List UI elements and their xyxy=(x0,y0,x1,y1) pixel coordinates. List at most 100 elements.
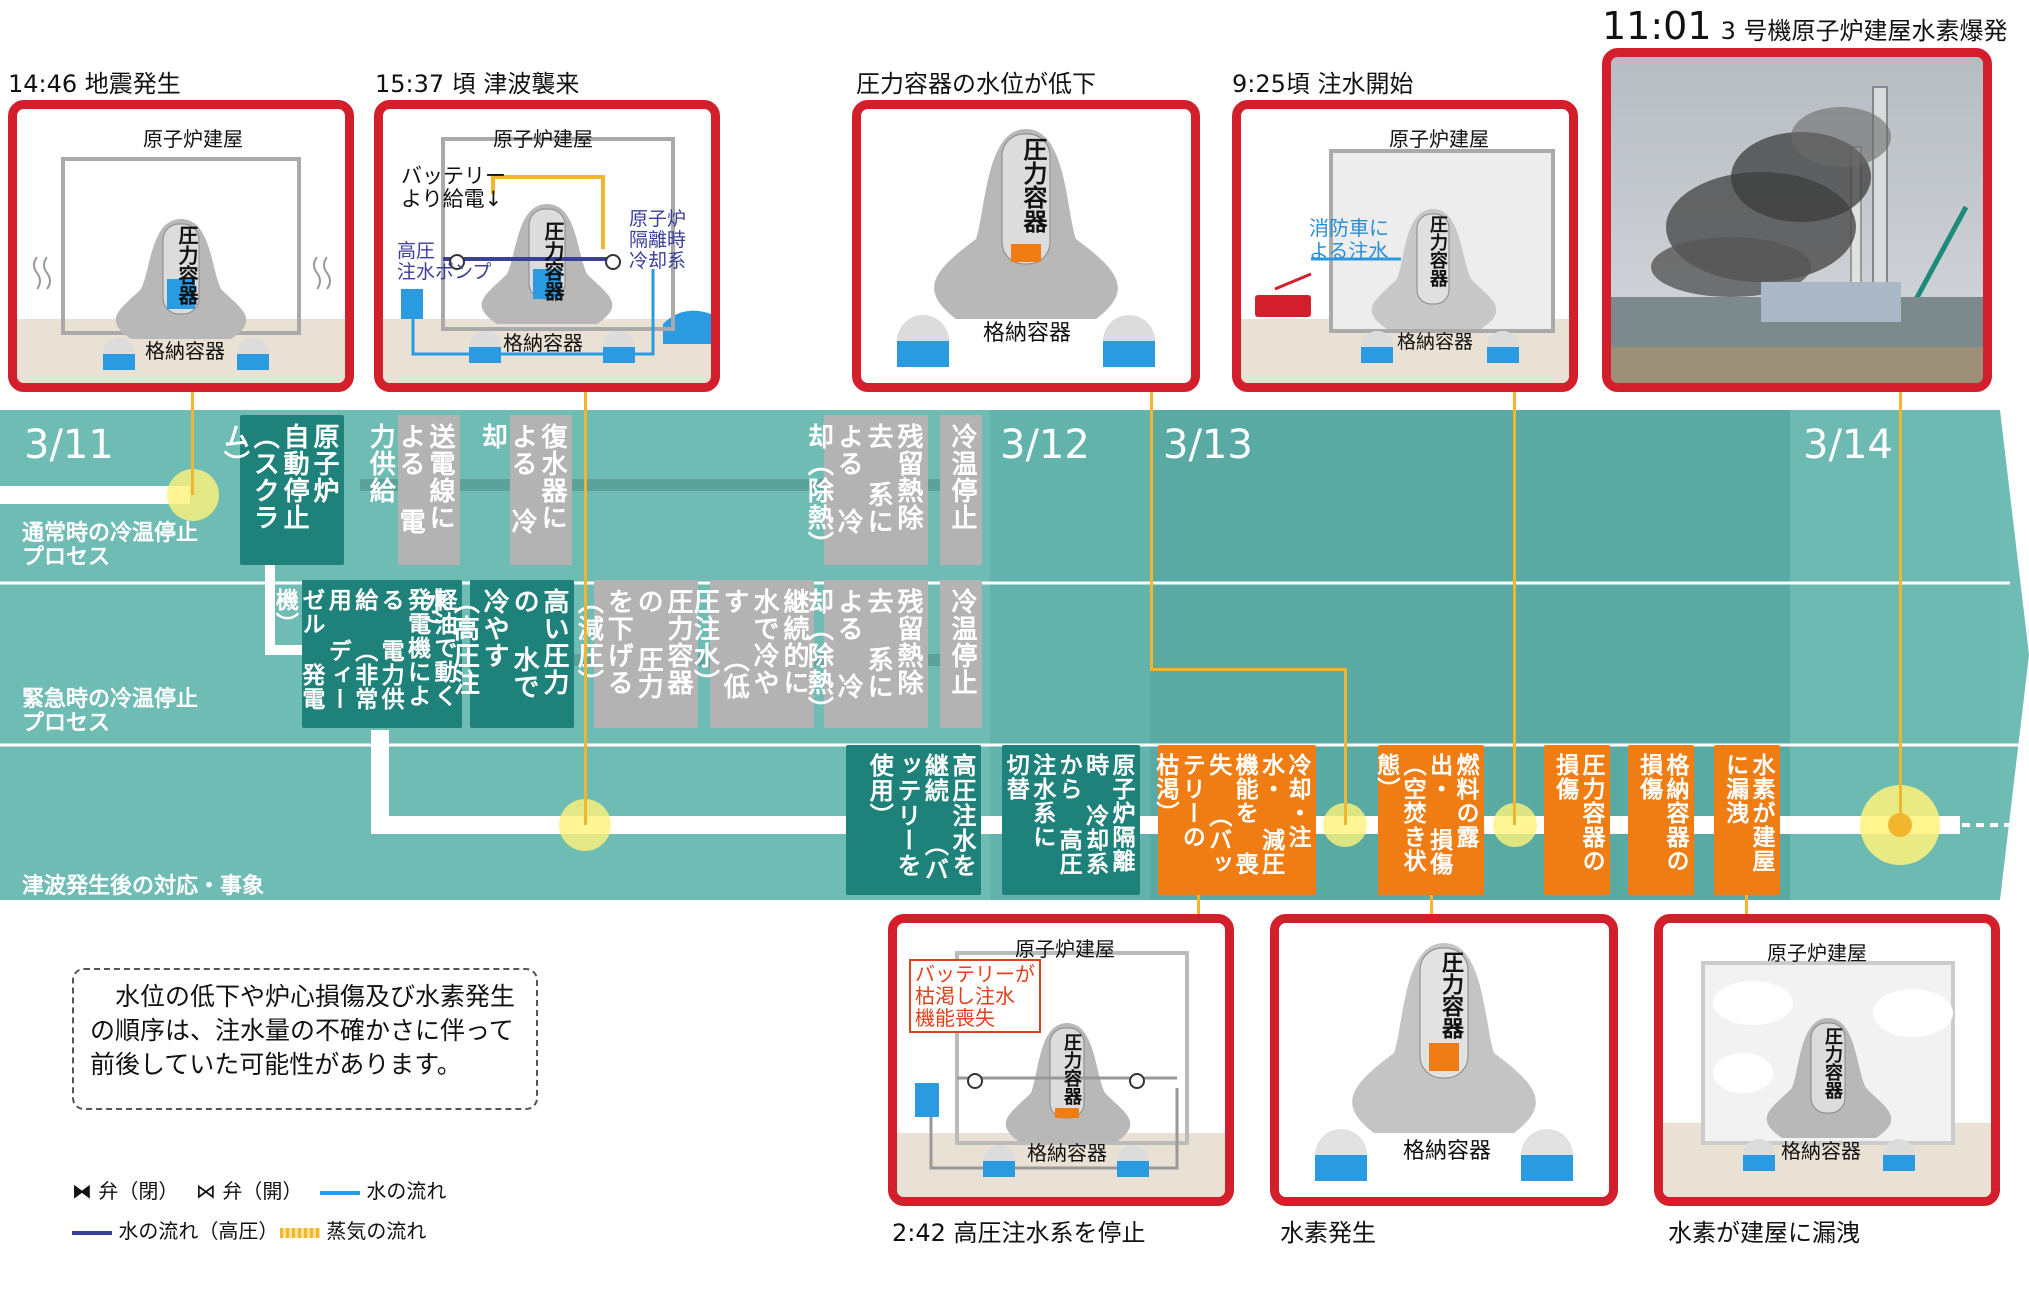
caption-water-level: 圧力容器の水位が低下 xyxy=(856,70,1096,98)
panel-earthquake: 原子炉建屋 圧力容器 格納容器 xyxy=(8,100,354,392)
label-containment: 格納容器 xyxy=(503,331,583,355)
box-rhr-emergency: 残留熱除去 系による 冷却（除熱） xyxy=(803,580,928,728)
box-fuel-damage: 燃料の露出・ 損傷 （空焚き状態） xyxy=(1373,745,1484,895)
legend-valve-closed-label: 弁（閉） xyxy=(98,1179,179,1203)
label-hp-pump: 高圧 注水ポンプ xyxy=(397,240,492,283)
connector-earthquake xyxy=(191,385,194,495)
valve-open-icon: ⋈ xyxy=(196,1179,216,1203)
label-pressure-vessel: 圧力容器 xyxy=(1438,951,1463,1039)
label-containment: 格納容器 xyxy=(983,321,1072,346)
label-fire-truck: 消防車に よる注水 xyxy=(1309,216,1389,263)
reactor-diagram-tsunami xyxy=(383,137,711,383)
box-hydrogen-leak: 水素が建屋 に漏洩 xyxy=(1714,745,1780,895)
label-building: 原子炉建屋 xyxy=(1767,941,1867,965)
reactor-diagram-normal xyxy=(17,157,345,383)
legend-water-flow-hp-label: 水の流れ（高圧） xyxy=(118,1219,279,1243)
label-building: 原子炉建屋 xyxy=(143,127,243,151)
connector-injection-b xyxy=(1150,668,1346,671)
legend-steam-flow: 蒸気の流れ xyxy=(280,1215,426,1244)
box-lp-injection: 継続的に 水で冷やす （低圧注水） xyxy=(689,580,814,728)
reactor-diagram-hydrogen xyxy=(1315,943,1573,1181)
legend-valve-closed: ⧓ 弁（閉） xyxy=(72,1175,178,1204)
label-pressure-vessel: 圧力容器 xyxy=(1822,1027,1843,1099)
panel-hydrogen: 圧力容器 格納容器 xyxy=(1270,914,1618,1206)
label-rcic: 原子炉 隔離時 冷却系 xyxy=(629,208,687,272)
explosion-time: 11:01 xyxy=(1602,4,1712,48)
caption-hydrogen: 水素発生 xyxy=(1280,1219,1376,1247)
caption-earthquake: 14:46 地震発生 xyxy=(8,70,181,98)
reactor-diagram-leak xyxy=(1663,961,1991,1197)
reactor-diagram-water-drop xyxy=(897,129,1155,367)
label-pressure-vessel: 圧力容器 xyxy=(1427,215,1448,287)
date-3-12: 3/12 xyxy=(1000,422,1090,468)
box-rhr-normal: 残留熱除去 系による 冷却（除熱） xyxy=(803,415,928,565)
box-scram: 原子炉 自動停止 （スクラム） xyxy=(219,415,344,565)
legend-water-flow-label: 水の流れ xyxy=(366,1179,447,1203)
label-containment: 格納容器 xyxy=(1027,1141,1107,1165)
connector-bottom-2 xyxy=(1430,895,1433,917)
panel-hpci-stop: 原子炉建屋 バッテリーが 枯渇し注水 機能喪失 圧力容器 格納容器 xyxy=(888,914,1234,1206)
connector-bottom-1 xyxy=(1197,895,1200,917)
valve-closed-icon: ⧓ xyxy=(72,1179,92,1203)
connector-fuel xyxy=(1513,385,1516,825)
label-building: 原子炉建屋 xyxy=(493,127,593,151)
label-pressure-vessel: 圧力容器 xyxy=(541,221,565,301)
reactor-diagram-fire-truck xyxy=(1241,149,1569,383)
legend-valve-open-label: 弁（開） xyxy=(222,1179,303,1203)
water-flow-line-icon xyxy=(320,1190,360,1195)
panel-explosion-photo xyxy=(1602,48,1992,392)
box-diesel: 軽油で動く 発電機による 電力供給 （非常用 ディーゼル 発電機） xyxy=(271,580,462,728)
box-function-loss: 冷却・注水・ 減圧機能を 喪失 （バッテリーの 枯渇） xyxy=(1152,745,1316,895)
legend-steam-flow-label: 蒸気の流れ xyxy=(326,1219,427,1243)
caption-hpci-stop: 2:42 高圧注水系を停止 xyxy=(892,1219,1146,1247)
box-hp-continue: 高圧注水を 継続 （バッテリーを 使用） xyxy=(846,745,981,895)
connector-bottom-3 xyxy=(1745,895,1748,917)
box-condenser: 復水器による 冷却 xyxy=(477,415,572,565)
legend-water-flow-hp: 水の流れ（高圧） xyxy=(72,1215,278,1244)
label-pressure-vessel: 圧力容器 xyxy=(175,225,199,305)
label-pressure-vessel: 圧力容器 xyxy=(1061,1033,1082,1105)
hp-water-flow-line-icon xyxy=(72,1230,112,1235)
label-pressure-vessel: 圧力容器 xyxy=(1019,137,1047,233)
caption-hydrogen-leak: 水素が建屋に漏洩 xyxy=(1668,1219,1860,1247)
date-3-14: 3/14 xyxy=(1803,422,1893,468)
steam-flow-line-icon xyxy=(280,1227,320,1238)
connector-explosion xyxy=(1899,385,1902,825)
date-3-13: 3/13 xyxy=(1163,422,1253,468)
box-switch-system: 原子炉隔離時 冷却系から 高圧注水系に 切替 xyxy=(1002,745,1140,895)
connector-injection-a xyxy=(1150,385,1153,670)
label-battery-supply: バッテリー より給電↓ xyxy=(401,164,506,212)
label-building: 原子炉建屋 xyxy=(1015,937,1115,961)
label-building: 原子炉建屋 xyxy=(1389,127,1489,151)
label-containment: 格納容器 xyxy=(1397,331,1474,353)
caption-injection: 9:25頃 注水開始 xyxy=(1232,70,1414,98)
row-label-normal: 通常時の冷温停止 プロセス xyxy=(22,521,199,571)
row-label-tsunami: 津波発生後の対応・事象 xyxy=(22,874,265,899)
box-depressurize: 圧力容器の 圧力を下げる （減圧） xyxy=(573,580,698,728)
panel-hydrogen-leak: 原子炉建屋 圧力容器 格納容器 xyxy=(1654,914,2000,1206)
box-pcv-damage: 格納容器の 損傷 xyxy=(1628,745,1694,895)
label-containment: 格納容器 xyxy=(145,339,225,363)
connector-tsunami xyxy=(584,385,587,825)
date-3-11: 3/11 xyxy=(24,422,114,468)
explosion-text: 3 号機原子炉建屋水素爆発 xyxy=(1720,17,2008,45)
box-rpv-damage: 圧力容器の 損傷 xyxy=(1544,745,1610,895)
label-battery-dead: バッテリーが 枯渇し注水 機能喪失 xyxy=(909,959,1041,1033)
panel-tsunami: 原子炉建屋 バッテリー より給電↓ 高圧 注水ポンプ 原子炉 隔離時 冷却系 圧… xyxy=(374,100,720,392)
legend-water-flow: 水の流れ xyxy=(320,1175,446,1204)
legend-valve-open: ⋈ 弁（開） xyxy=(196,1175,302,1204)
row-label-emergency: 緊急時の冷温停止 プロセス xyxy=(22,687,199,737)
label-containment: 格納容器 xyxy=(1781,1139,1861,1163)
explosion-photo xyxy=(1611,57,1983,383)
box-cold-shutdown-normal: 冷温停止 xyxy=(940,415,982,565)
box-grid-power: 送電線による 電力供給 xyxy=(365,415,460,565)
box-cold-shutdown-emergency: 冷温停止 xyxy=(940,580,982,728)
note-box: 水位の低下や炉心損傷及び水素発生の順序は、注水量の不確かさに伴って前後していた可… xyxy=(72,968,538,1110)
caption-explosion: 11:01 3 号機原子炉建屋水素爆発 xyxy=(1602,4,2008,48)
panel-injection: 原子炉建屋 消防車に よる注水 圧力容器 格納容器 xyxy=(1232,100,1578,392)
connector-injection-c xyxy=(1344,668,1347,825)
label-containment: 格納容器 xyxy=(1403,1139,1492,1164)
panel-water-level: 圧力容器 格納容器 xyxy=(852,100,1200,392)
reactor-diagram-battery-dead xyxy=(897,951,1225,1197)
caption-tsunami: 15:37 頃 津波襲来 xyxy=(375,70,580,98)
